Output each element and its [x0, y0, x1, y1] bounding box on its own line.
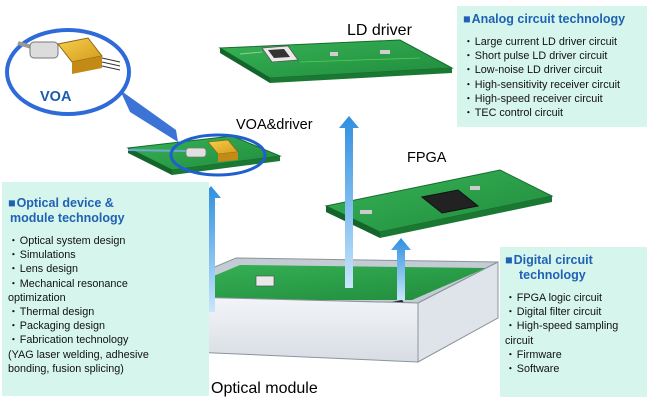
optical-item: ・Thermal design	[8, 305, 209, 319]
analog-item-text: Large current LD driver circuit	[474, 36, 618, 48]
optical-item: ・Packaging design	[8, 319, 209, 333]
bullet-icon: ・	[8, 277, 19, 290]
analog-list: ・Large current LD driver circuit・Short p…	[463, 35, 647, 120]
optical-item: ・Simulations	[8, 248, 209, 262]
flow-arrows	[201, 116, 411, 312]
optical-item: ・Mechanical resonance	[8, 277, 209, 291]
bullet-icon: ・	[505, 348, 516, 361]
analog-item: ・Short pulse LD driver circuit	[463, 49, 647, 63]
optical-item-text: Mechanical resonance	[19, 277, 128, 290]
optical-panel: ■Optical device & module technology ・Opt…	[2, 182, 209, 396]
digital-title: ■Digital circuit technology	[505, 253, 647, 283]
voa-label: VOA	[40, 89, 72, 105]
digital-item-text: Software	[516, 363, 560, 376]
digital-title-line2: technology	[519, 268, 586, 282]
digital-item: ・Digital filter circuit	[505, 305, 647, 319]
optical-list: ・Optical system design・Simulations・Lens …	[8, 234, 209, 376]
bullet-icon: ・	[505, 363, 516, 376]
analog-item-text: TEC control circuit	[474, 107, 563, 120]
bullet-icon: ・	[463, 64, 474, 77]
optical-title-line2: module technology	[10, 211, 125, 225]
digital-title-line1: Digital circuit	[513, 253, 593, 267]
digital-item: circuit	[505, 334, 647, 348]
square-icon: ■	[8, 196, 16, 210]
analog-item: ・Low-noise LD driver circuit	[463, 63, 647, 77]
analog-item-text: Short pulse LD driver circuit	[474, 50, 608, 63]
ld-driver-board	[218, 39, 454, 83]
bullet-icon: ・	[8, 334, 19, 347]
voa-driver-label: VOA&driver	[236, 117, 313, 133]
analog-item-text: Low-noise LD driver circuit	[474, 64, 603, 77]
optical-item-text: Packaging design	[19, 320, 106, 333]
optical-item: (YAG laser welding, adhesive	[8, 348, 209, 362]
digital-item: ・FPGA logic circuit	[505, 291, 647, 305]
optical-item-text: Thermal design	[19, 306, 95, 319]
optical-item-text: Simulations	[19, 249, 76, 262]
digital-item-text: FPGA logic circuit	[516, 292, 602, 304]
optical-title-line1: Optical device &	[16, 196, 114, 210]
bullet-icon: ・	[8, 263, 19, 276]
analog-title-text: Analog circuit technology	[471, 12, 626, 26]
analog-item-text: High-sensitivity receiver circuit	[474, 78, 620, 91]
analog-item-text: High-speed receiver circuit	[474, 92, 603, 105]
optical-item-text: optimization	[8, 291, 66, 304]
analog-panel: ■Analog circuit technology ・Large curren…	[457, 6, 647, 127]
optical-item-text: Lens design	[19, 263, 79, 276]
analog-title: ■Analog circuit technology	[463, 12, 647, 27]
bullet-icon: ・	[8, 235, 19, 247]
optical-item: ・Lens design	[8, 262, 209, 276]
bullet-icon: ・	[505, 320, 516, 333]
bullet-icon: ・	[8, 306, 19, 319]
square-icon: ■	[463, 12, 471, 26]
fpga-label: FPGA	[407, 150, 447, 166]
optical-item: ・Optical system design	[8, 234, 209, 248]
bullet-icon: ・	[463, 107, 474, 120]
square-icon: ■	[505, 253, 513, 267]
optical-item: bonding, fusion splicing)	[8, 362, 209, 376]
digital-item-text: Firmware	[516, 348, 562, 361]
optical-item-text: (YAG laser welding, adhesive	[8, 348, 149, 361]
optical-item: ・Fabrication technology	[8, 333, 209, 347]
digital-panel: ■Digital circuit technology ・FPGA logic …	[500, 247, 647, 397]
analog-item: ・High-speed receiver circuit	[463, 92, 647, 106]
bullet-icon: ・	[505, 306, 516, 319]
optical-item-text: bonding, fusion splicing)	[8, 362, 124, 375]
bullet-icon: ・	[463, 78, 474, 91]
optical-item: optimization	[8, 291, 209, 305]
ld-driver-label: LD driver	[347, 22, 412, 39]
voa-driver-board	[126, 133, 282, 177]
optical-item-text: Optical system design	[19, 235, 126, 247]
bullet-icon: ・	[463, 36, 474, 48]
digital-item-text: High-speed sampling	[516, 320, 619, 333]
analog-item: ・TEC control circuit	[463, 106, 647, 120]
analog-item: ・Large current LD driver circuit	[463, 35, 647, 49]
digital-item: ・Software	[505, 362, 647, 376]
bullet-icon: ・	[8, 320, 19, 333]
fpga-board	[324, 169, 554, 238]
optical-title: ■Optical device & module technology	[8, 196, 209, 226]
digital-item-text: Digital filter circuit	[516, 306, 602, 319]
analog-item: ・High-sensitivity receiver circuit	[463, 78, 647, 92]
digital-item-text: circuit	[505, 334, 534, 347]
voa-callout	[5, 28, 178, 142]
digital-item: ・Firmware	[505, 348, 647, 362]
bullet-icon: ・	[463, 92, 474, 105]
bullet-icon: ・	[8, 249, 19, 262]
optical-module-label: Optical module	[211, 380, 318, 397]
bullet-icon: ・	[463, 50, 474, 63]
optical-item-text: Fabrication technology	[19, 334, 129, 347]
digital-list: ・FPGA logic circuit・Digital filter circu…	[505, 291, 647, 376]
bullet-icon: ・	[505, 292, 516, 304]
digital-item: ・High-speed sampling	[505, 319, 647, 333]
